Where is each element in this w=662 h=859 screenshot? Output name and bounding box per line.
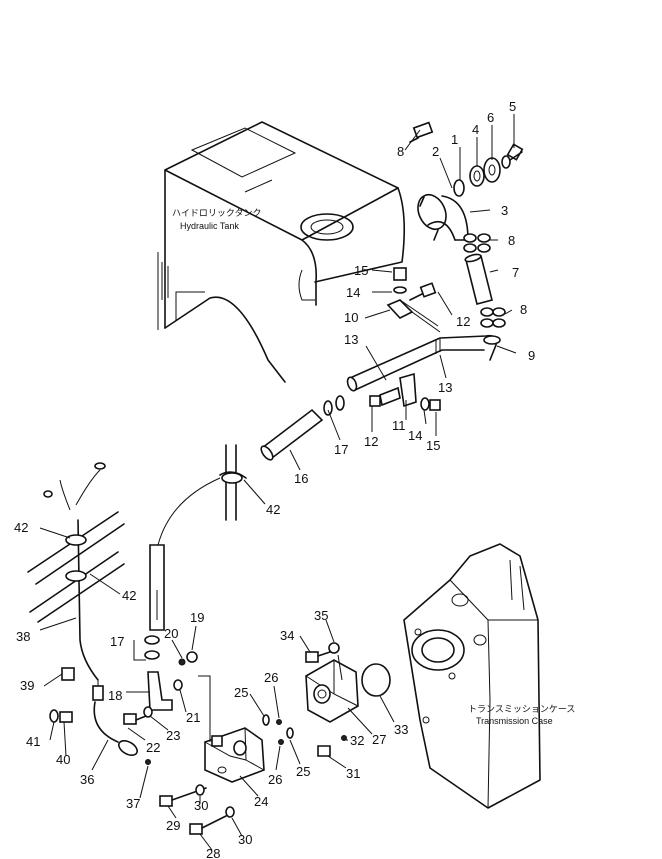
hose-clamp-icon: [480, 307, 506, 328]
callout-12: 12: [364, 434, 378, 449]
clip-icon: [219, 444, 247, 521]
callout-1: 1: [451, 132, 458, 147]
tube-icon: [149, 544, 165, 631]
callout-14: 14: [408, 428, 422, 443]
hose-icon: [260, 408, 324, 461]
callout-41: 41: [26, 734, 40, 749]
callout-8: 8: [520, 302, 527, 317]
callout-42: 42: [14, 520, 28, 535]
o-ring-icon: [145, 714, 294, 765]
callout-37: 37: [126, 796, 140, 811]
callout-20: 20: [164, 626, 178, 641]
callout-38: 38: [16, 629, 30, 644]
callout-42: 42: [122, 588, 136, 603]
bracket-icon: [369, 372, 441, 411]
hydraulic-tank: [157, 121, 406, 383]
callout-31: 31: [346, 766, 360, 781]
hose-icon: [464, 253, 493, 305]
tank-outlet-elbow: [417, 193, 469, 241]
callout-numbers: 5 6 4 1 2 8 3 8 7 15 14 8 12 10 13 9 13 …: [14, 99, 535, 859]
callout-36: 36: [80, 772, 94, 787]
gasket-icon: [361, 663, 391, 697]
washer-icon: [453, 143, 524, 197]
callout-17: 17: [110, 634, 124, 649]
connector-icon: [49, 667, 75, 723]
callout-34: 34: [280, 628, 294, 643]
transmission-case-label-en: Transmission Case: [476, 716, 553, 726]
callout-4: 4: [472, 122, 479, 137]
callout-19: 19: [190, 610, 204, 625]
hose-clamp-icon: [144, 635, 160, 660]
callout-25: 25: [296, 764, 310, 779]
nut-icon: [393, 267, 437, 301]
callout-15: 15: [426, 438, 440, 453]
callout-26: 26: [268, 772, 282, 787]
valve-body: [198, 675, 265, 783]
callout-21: 21: [186, 710, 200, 725]
callout-14: 14: [346, 285, 360, 300]
callout-6: 6: [487, 110, 494, 125]
callout-32: 32: [350, 733, 364, 748]
callout-13: 13: [344, 332, 358, 347]
callout-16: 16: [294, 471, 308, 486]
callout-8: 8: [397, 144, 404, 159]
callout-25: 25: [234, 685, 248, 700]
callout-30: 30: [238, 832, 252, 847]
callout-27: 27: [372, 732, 386, 747]
callout-7: 7: [512, 265, 519, 280]
callout-30: 30: [194, 798, 208, 813]
callout-9: 9: [528, 348, 535, 363]
wire-line: [157, 477, 221, 546]
wire-harness: [27, 462, 138, 757]
callout-28: 28: [206, 846, 220, 859]
bolt-icon: [159, 784, 235, 835]
bolt-icon: [409, 121, 434, 143]
callout-42: 42: [266, 502, 280, 517]
callout-12: 12: [456, 314, 470, 329]
callout-24: 24: [254, 794, 268, 809]
callout-13: 13: [438, 380, 452, 395]
hose-clamp-icon: [463, 233, 491, 253]
callout-29: 29: [166, 818, 180, 833]
callout-18: 18: [108, 688, 122, 703]
callout-40: 40: [56, 752, 70, 767]
pump-icon: [305, 642, 359, 757]
callout-22: 22: [146, 740, 160, 755]
callout-15: 15: [354, 263, 368, 278]
callout-35: 35: [314, 608, 328, 623]
callout-33: 33: [394, 722, 408, 737]
hydraulic-tank-label-jp: ハイドロリックタンク: [172, 208, 261, 218]
hose-clamp-icon: [323, 395, 345, 416]
callout-2: 2: [432, 144, 439, 159]
callout-17: 17: [334, 442, 348, 457]
callout-39: 39: [20, 678, 34, 693]
leader-lines: [39, 114, 517, 851]
transmission-case-label-jp: トランスミッションケース: [468, 704, 575, 714]
transmission-case: [403, 543, 541, 809]
elbow-icon: [147, 671, 173, 711]
pipe-icon: [346, 334, 501, 392]
callout-8: 8: [508, 233, 515, 248]
callout-3: 3: [501, 203, 508, 218]
callout-5: 5: [509, 99, 516, 114]
callout-23: 23: [166, 728, 180, 743]
callout-26: 26: [264, 670, 278, 685]
washer-icon: [123, 651, 198, 725]
callout-11: 11: [392, 418, 406, 433]
bracket-icon: [386, 299, 441, 333]
callout-10: 10: [344, 310, 358, 325]
hydraulic-tank-label-en: Hydraulic Tank: [180, 221, 239, 231]
